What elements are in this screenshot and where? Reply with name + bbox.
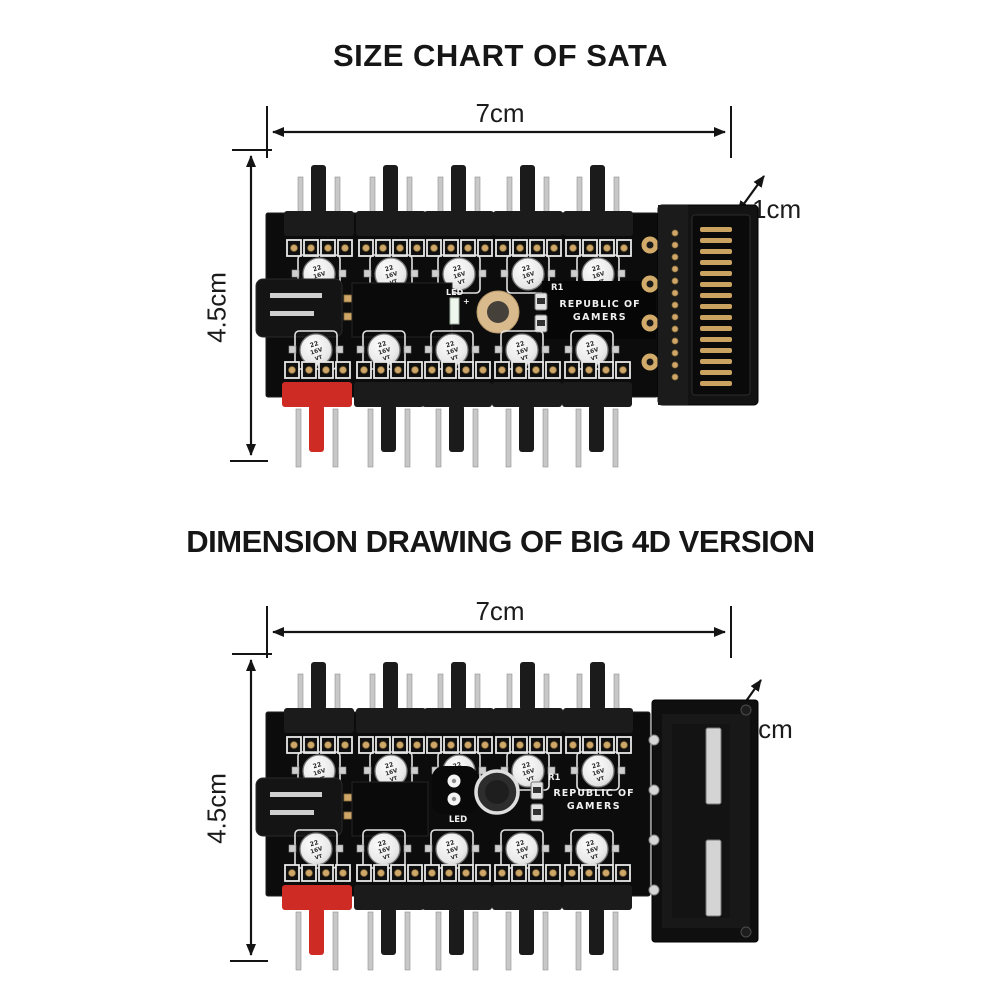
pcb-4d-photo: LED R1 REPUBLIC OF GAMERS xyxy=(255,661,759,971)
led-plus-label: + xyxy=(463,297,470,306)
title-sata-section: SIZE CHART OF SATA xyxy=(332,38,669,73)
led-indicator: LED + xyxy=(446,288,470,325)
power-input-connector xyxy=(255,278,353,338)
depth-dimension-label-sata: 1cm xyxy=(752,194,802,224)
pcb-sata-photo: LED + R1 REPUBLIC OF GAMERS xyxy=(255,164,759,468)
brand-line1: REPUBLIC OF xyxy=(559,299,640,310)
brand-line1: REPUBLIC OF xyxy=(553,788,634,799)
sata-throughhole-column xyxy=(671,229,679,381)
molex-pin xyxy=(705,839,722,917)
sata-connector xyxy=(641,204,759,406)
resistor-pair xyxy=(530,781,544,822)
big-4d-molex-connector xyxy=(648,699,759,943)
sata-gold-pins xyxy=(700,227,732,386)
power-input-connector xyxy=(255,777,353,837)
rog-brand-text: REPUBLIC OF GAMERS xyxy=(559,299,640,323)
height-dimension-arrow-4d xyxy=(230,653,272,962)
resistor-pair xyxy=(534,292,548,333)
width-dimension-label-4d: 7cm xyxy=(475,596,525,626)
title-4d-section: DIMENSION DRAWING OF BIG 4D VERSION xyxy=(186,524,815,559)
led-label: LED xyxy=(449,815,467,825)
led-indicator-pair: LED xyxy=(432,766,478,825)
height-dimension-label-4d: 4.5cm xyxy=(201,773,232,844)
brand-line2: GAMERS xyxy=(573,312,627,323)
screw-hole-pad xyxy=(476,290,520,334)
brand-area xyxy=(542,281,656,339)
relay-component xyxy=(351,781,429,837)
height-dimension-arrow-sata xyxy=(230,149,272,462)
molex-pin xyxy=(705,727,722,805)
width-dimension-arrow-4d xyxy=(266,606,732,658)
rog-brand-text: REPUBLIC OF GAMERS xyxy=(553,788,634,812)
r1-label: R1 xyxy=(551,283,564,293)
round-component xyxy=(474,769,520,815)
brand-line2: GAMERS xyxy=(567,801,621,812)
led-label: LED xyxy=(446,288,464,297)
height-dimension-label-sata: 4.5cm xyxy=(201,272,232,343)
width-dimension-label-sata: 7cm xyxy=(475,98,525,128)
relay-component xyxy=(351,282,453,338)
r1-label: R1 xyxy=(548,773,561,783)
